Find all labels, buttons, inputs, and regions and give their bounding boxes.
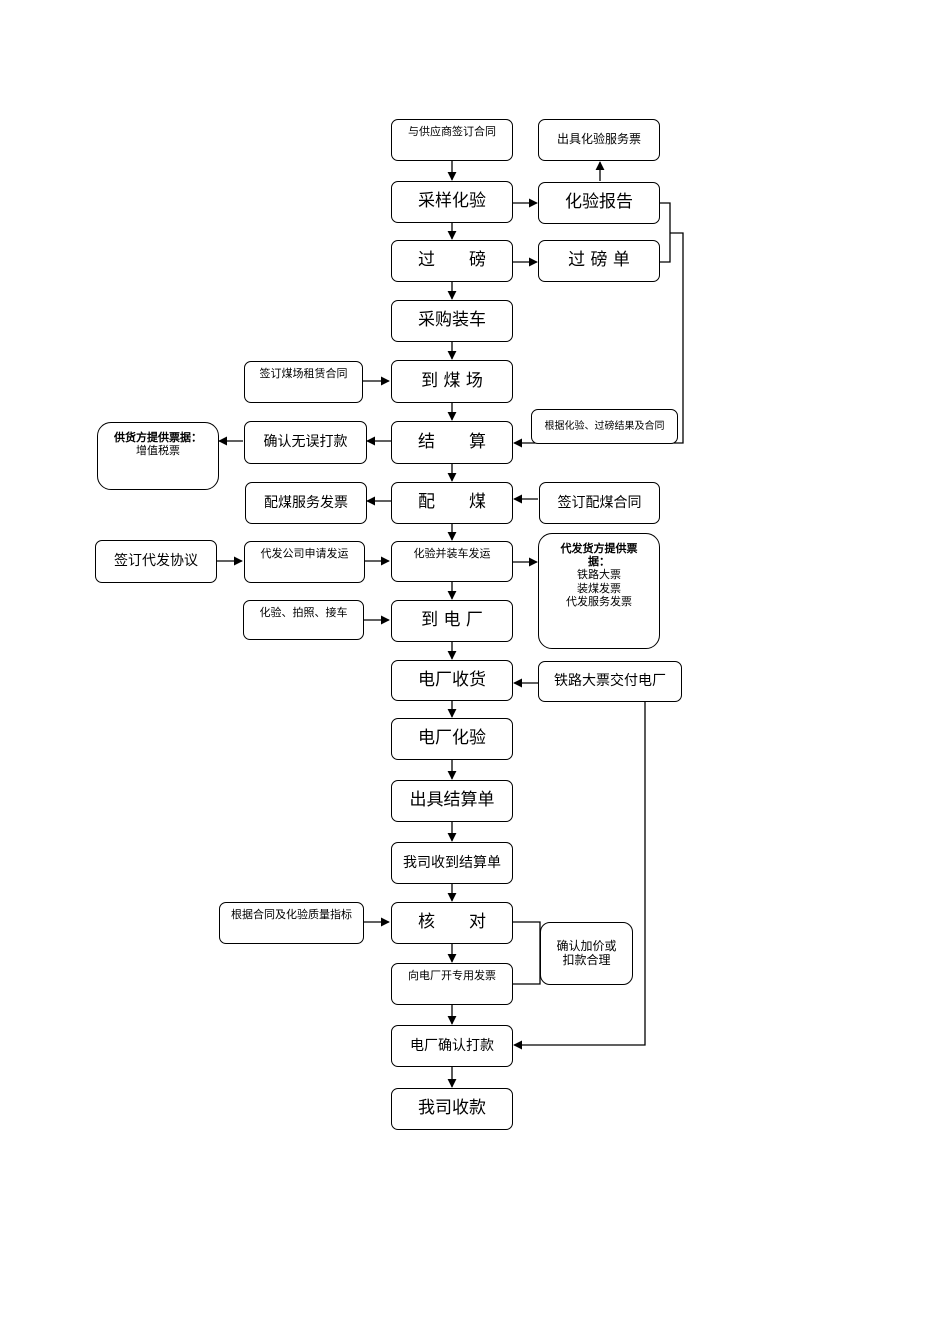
agent-doc-line: 铁路大票: [577, 568, 621, 582]
test-photo-box: 化验、拍照、接车: [243, 600, 364, 640]
invoice-plant-label: 向电厂开专用发票: [408, 969, 496, 982]
settlement-basis-box: 根据化验、过磅结果及合同: [531, 409, 678, 444]
agent-apply-box: 代发公司申请发运: [244, 541, 365, 583]
confirm-payment-label: 确认无误打款: [263, 434, 348, 451]
weigh-slip-box: 过 磅 单: [538, 240, 660, 282]
supplier-documents-title: 供货方提供票据：: [114, 431, 202, 444]
purchase-loading-label: 采购装车: [418, 310, 486, 331]
test-and-ship-label: 化验并装车发运: [413, 547, 491, 560]
rail-ticket-box: 铁路大票交付电厂: [538, 661, 682, 702]
plant-receive-box: 电厂收货: [391, 660, 513, 701]
plant-test-label: 电厂化验: [418, 728, 486, 749]
weighing-label: 过 磅: [418, 250, 486, 271]
lab-report-box: 化验报告: [538, 182, 660, 224]
sign-supplier-contract-label: 与供应商签订合同: [408, 125, 496, 138]
issue-statement-box: 出具结算单: [391, 780, 513, 822]
confirm-payment-box: 确认无误打款: [244, 421, 367, 464]
blend-invoice-label: 配煤服务发票: [264, 494, 348, 511]
yard-lease-box: 签订煤场租赁合同: [244, 361, 363, 403]
agent-apply-label: 代发公司申请发运: [260, 547, 349, 560]
rail-ticket-label: 铁路大票交付电厂: [554, 673, 666, 690]
supplier-doc-line: 增值税票: [136, 444, 180, 458]
blending-label: 配 煤: [418, 492, 486, 513]
company-receipt-box: 我司收款: [391, 1088, 513, 1130]
arrive-plant-label: 到 电 厂: [421, 610, 483, 631]
sampling-test-label: 采样化验: [418, 191, 486, 212]
company-receipt-label: 我司收款: [418, 1098, 486, 1119]
price-confirm-box: 确认加价或扣款合理: [540, 922, 633, 985]
arrive-yard-box: 到 煤 场: [391, 360, 513, 403]
blend-invoice-box: 配煤服务发票: [245, 482, 367, 524]
arrive-yard-label: 到 煤 场: [421, 370, 483, 391]
weighing-box: 过 磅: [391, 240, 513, 282]
verify-box: 核 对: [391, 902, 513, 944]
agent-documents-title: 代发货方提供票据：: [560, 542, 638, 569]
purchase-loading-box: 采购装车: [391, 300, 513, 342]
settlement-basis-label: 根据化验、过磅结果及合同: [544, 420, 665, 432]
receive-statement-box: 我司收到结算单: [391, 842, 513, 884]
agent-documents-note: 代发货方提供票据： 铁路大票 装煤发票 代发服务发票: [538, 533, 660, 649]
issue-statement-label: 出具结算单: [409, 790, 495, 811]
agency-agreement-box: 签订代发协议: [95, 540, 217, 583]
sign-supplier-contract-box: 与供应商签订合同: [391, 119, 513, 161]
blend-contract-label: 签订配煤合同: [557, 494, 642, 511]
plant-receive-label: 电厂收货: [418, 669, 486, 690]
settlement-box: 结 算: [391, 421, 513, 464]
plant-test-box: 电厂化验: [391, 718, 513, 760]
price-confirm-label: 确认加价或扣款合理: [556, 938, 617, 967]
settlement-label: 结 算: [418, 431, 486, 452]
test-and-ship-box: 化验并装车发运: [391, 541, 513, 582]
supplier-documents-note: 供货方提供票据： 增值税票: [97, 422, 219, 490]
sampling-test-box: 采样化验: [391, 181, 513, 223]
plant-payment-box: 电厂确认打款: [391, 1025, 513, 1067]
yard-lease-label: 签订煤场租赁合同: [259, 367, 348, 380]
weigh-slip-label: 过 磅 单: [568, 250, 630, 271]
agent-doc-line: 装煤发票: [577, 581, 621, 595]
contract-quality-box: 根据合同及化验质量指标: [219, 902, 364, 944]
plant-payment-label: 电厂确认打款: [410, 1037, 494, 1054]
agent-doc-line: 代发服务发票: [566, 594, 632, 608]
blending-box: 配 煤: [391, 482, 513, 524]
contract-quality-label: 根据合同及化验质量指标: [231, 908, 352, 921]
agency-agreement-label: 签订代发协议: [114, 553, 198, 570]
lab-report-label: 化验报告: [565, 192, 633, 213]
blend-contract-box: 签订配煤合同: [539, 482, 660, 524]
service-invoice-label: 出具化验服务票: [556, 132, 641, 147]
verify-label: 核 对: [418, 912, 486, 933]
invoice-plant-box: 向电厂开专用发票: [391, 963, 513, 1005]
test-photo-label: 化验、拍照、接车: [259, 606, 348, 619]
arrive-plant-box: 到 电 厂: [391, 600, 513, 642]
service-invoice-box: 出具化验服务票: [538, 119, 660, 161]
receive-statement-label: 我司收到结算单: [403, 854, 501, 871]
